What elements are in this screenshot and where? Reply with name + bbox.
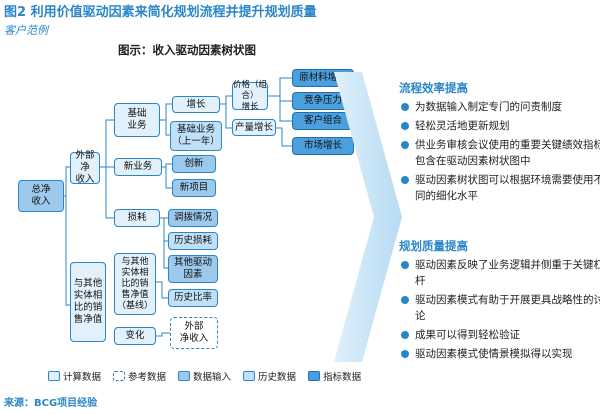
bullet-icon bbox=[401, 261, 409, 269]
legend-item-hist: 历史数据 bbox=[243, 369, 296, 383]
node-price-mix-growth: 价格（组合） 增长 bbox=[232, 79, 268, 112]
subtitle: 客户范例 bbox=[4, 24, 48, 37]
bullet-icon bbox=[401, 331, 409, 339]
legend-swatch-icon bbox=[113, 371, 126, 381]
node-historical-loss: 历史损耗 bbox=[168, 232, 218, 250]
list-item: 驱动因素模式使情景模拟得以实现 bbox=[399, 346, 600, 362]
source-note: 来源：BCG项目经验 bbox=[4, 398, 98, 409]
bullet-icon bbox=[401, 350, 409, 358]
bullet-icon bbox=[401, 122, 409, 130]
section-title-process-efficiency: 流程效率提高 bbox=[399, 81, 468, 95]
figure-title: 图2 利用价值驱动因素来简化规划流程并提升规划质量 bbox=[4, 5, 317, 20]
legend-swatch-icon bbox=[48, 371, 60, 381]
chevron-arrow-icon bbox=[334, 72, 402, 362]
node-base-business: 基础 业务 bbox=[114, 103, 160, 137]
legend-swatch-icon bbox=[308, 371, 321, 381]
list-item: 轻松灵活地更新规划 bbox=[399, 118, 600, 134]
list-item: 为数据输入制定专门的问责制度 bbox=[399, 99, 600, 115]
section-title-planning-quality: 规划质量提高 bbox=[399, 239, 468, 253]
node-other-drivers: 其他驱动 因素 bbox=[168, 255, 218, 283]
list-item: 成果可以得到轻松验证 bbox=[399, 327, 600, 343]
legend-swatch-icon bbox=[243, 371, 256, 381]
diagram-title: 图示：收入驱动因素树状图 bbox=[118, 43, 256, 57]
planning-quality-list: 驱动因素反映了业务逻辑并侧重于关键杠杆 驱动因素模式有助于开展更具战略性的讨论 … bbox=[399, 257, 600, 365]
node-market-growth: 市场增长 bbox=[292, 137, 354, 155]
node-loss: 损耗 bbox=[114, 209, 160, 227]
legend-item-calc: 计算数据 bbox=[48, 369, 101, 383]
node-external-net-income: 外部净 收入 bbox=[70, 150, 100, 185]
node-innovation: 创新 bbox=[172, 155, 216, 173]
bullet-icon bbox=[401, 141, 409, 149]
node-base-business-last-year: 基础业务 （上一年） bbox=[170, 121, 222, 151]
node-volume-growth: 产量增长 bbox=[232, 119, 276, 136]
process-efficiency-list: 为数据输入制定专门的问责制度 轻松灵活地更新规划 供业务审核会议使用的重要关键绩… bbox=[399, 99, 600, 207]
bullet-icon bbox=[401, 103, 409, 111]
legend-item-ref: 参考数据 bbox=[113, 369, 166, 383]
node-external-net-income-ref: 外部 净收入 bbox=[170, 317, 218, 349]
list-item: 供业务审核会议使用的重要关键绩效指标包含在驱动因素树状图中 bbox=[399, 137, 600, 169]
node-new-business: 新业务 bbox=[114, 158, 162, 176]
node-comparable-net-sales-baseline: 与其他 实体相 比的销 售净值 （基线） bbox=[114, 253, 156, 315]
node-adjustment: 调拨情况 bbox=[168, 209, 218, 227]
node-new-project: 新项目 bbox=[172, 179, 216, 197]
legend-item-ind: 指标数据 bbox=[308, 369, 361, 383]
node-historical-ratio: 历史比率 bbox=[168, 289, 218, 307]
list-item: 驱动因素反映了业务逻辑并侧重于关键杠杆 bbox=[399, 257, 600, 289]
legend-swatch-icon bbox=[178, 371, 191, 381]
list-item: 驱动因素模式有助于开展更具战略性的讨论 bbox=[399, 292, 600, 324]
node-change: 变化 bbox=[114, 327, 156, 345]
bullet-icon bbox=[401, 176, 409, 184]
node-growth: 增长 bbox=[172, 96, 220, 113]
bullet-icon bbox=[401, 296, 409, 304]
node-comparable-net-sales: 与其他 实体相 比的销 售净值 bbox=[70, 262, 106, 342]
legend-item-input: 数据输入 bbox=[178, 369, 231, 383]
node-total-net-income: 总净 收入 bbox=[18, 180, 64, 212]
list-item: 驱动因素树状图可以根据环境需要使用不同的细化水平 bbox=[399, 172, 600, 204]
legend: 计算数据 参考数据 数据输入 历史数据 指标数据 bbox=[48, 369, 361, 383]
